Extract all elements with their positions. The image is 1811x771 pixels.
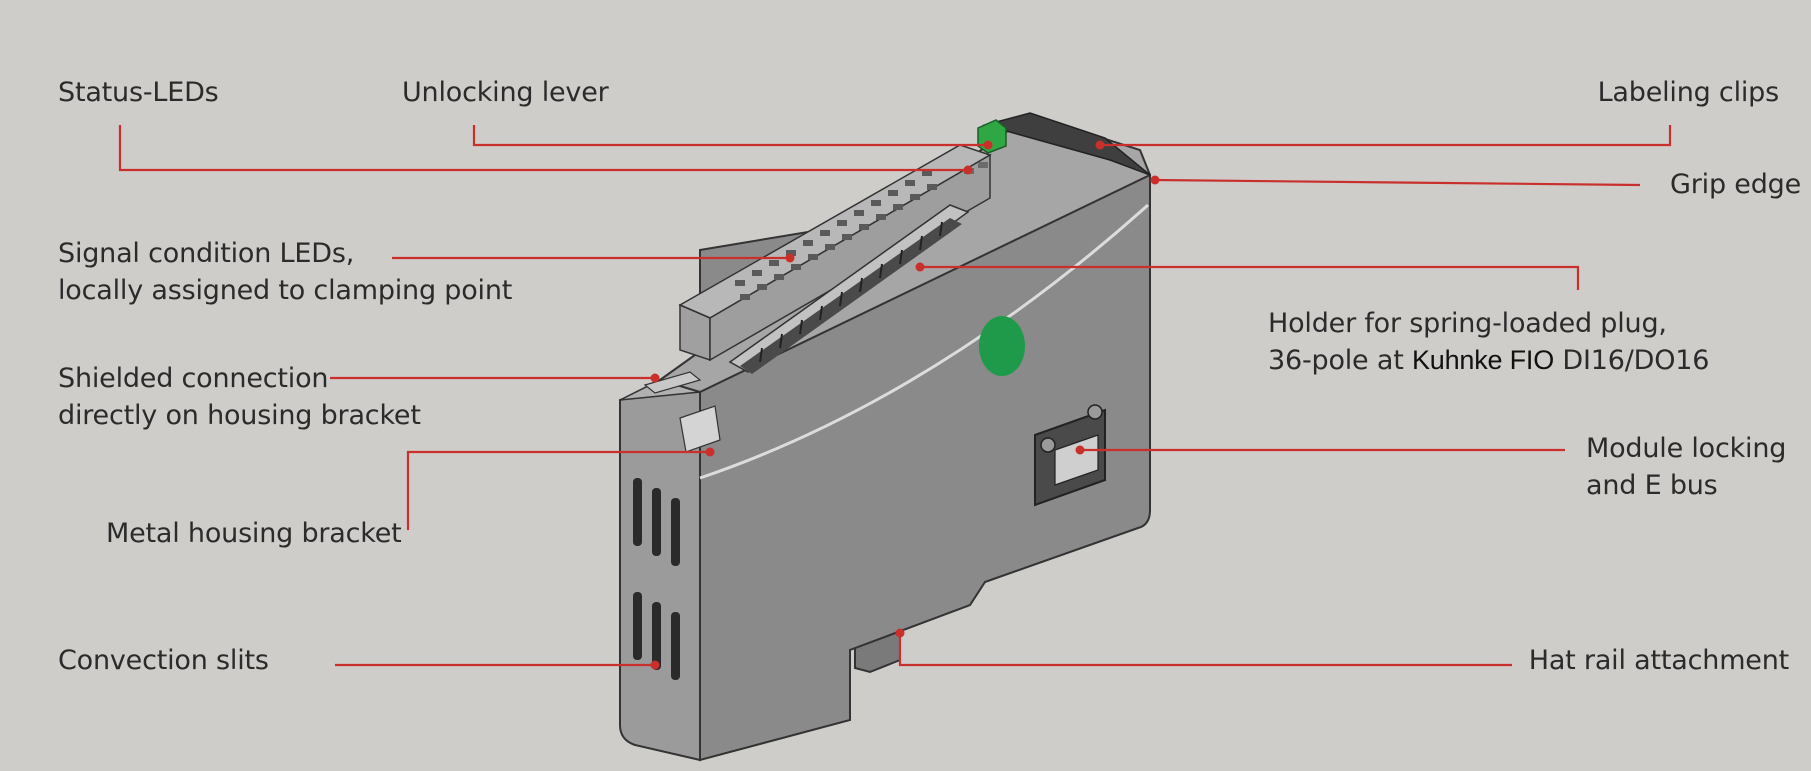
ebus-socket	[1054, 434, 1099, 486]
module-locking-line1: Module locking	[1586, 433, 1787, 464]
leader-labeling-clips	[1100, 125, 1672, 147]
shield-line2: directly on housing bracket	[58, 400, 421, 431]
metal-bracket	[679, 405, 721, 453]
holder-line2: 36-pole at Kuhnke FIO DI16/DO16	[1268, 342, 1709, 379]
leader-grip-edge	[1154, 178, 1641, 187]
ebus-screw	[1040, 437, 1056, 453]
signal-led-grid	[735, 170, 937, 300]
leader-holder	[920, 265, 1580, 290]
leader-metal-bracket	[406, 450, 710, 530]
holder-brand: Kuhnke FIO	[1411, 345, 1555, 375]
label-metal-bracket: Metal housing bracket	[106, 518, 402, 549]
label-signal-leds: Signal condition LEDs, locally assigned …	[58, 235, 512, 309]
leader-hat-rail	[898, 633, 1512, 667]
unlocking-lever	[977, 119, 1007, 154]
holder-line2-suffix: DI16/DO16	[1554, 345, 1710, 376]
shield-connection	[643, 371, 702, 394]
plug-pins	[759, 221, 943, 363]
convection-slits	[633, 478, 680, 680]
leader-unlocking-lever	[472, 125, 988, 147]
plug-holder	[728, 204, 970, 373]
top-cap	[982, 112, 1151, 176]
ebus-screw	[1087, 404, 1103, 420]
plug-holder-opening	[740, 218, 962, 374]
status-led	[978, 162, 988, 168]
leader-dots	[650, 140, 1160, 670]
label-module-locking: Module locking and E bus	[1586, 430, 1786, 504]
label-status-leds: Status-LEDs	[58, 77, 219, 108]
signal-leds-line1: Signal condition LEDs,	[58, 238, 355, 269]
label-shield: Shielded connection directly on housing …	[58, 360, 421, 434]
contour-line	[699, 203, 1149, 480]
green-dot	[979, 316, 1025, 376]
signal-leds-line2: locally assigned to clamping point	[58, 275, 513, 306]
leader-status-leds	[118, 125, 968, 172]
label-unlocking-lever: Unlocking lever	[402, 77, 609, 108]
holder-line1: Holder for spring-loaded plug,	[1268, 308, 1667, 339]
label-holder: Holder for spring-loaded plug, 36-pole a…	[1268, 305, 1709, 379]
shield-line1: Shielded connection	[58, 363, 329, 394]
holder-line2-prefix: 36-pole at	[1268, 345, 1412, 376]
label-grip-edge: Grip edge	[1670, 169, 1801, 200]
label-convection-slits: Convection slits	[58, 645, 269, 676]
module-locking-line2: and E bus	[1586, 470, 1718, 501]
leader-lines	[118, 125, 1672, 667]
label-hat-rail: Hat rail attachment	[1528, 645, 1789, 676]
label-labeling-clips: Labeling clips	[1597, 77, 1780, 108]
